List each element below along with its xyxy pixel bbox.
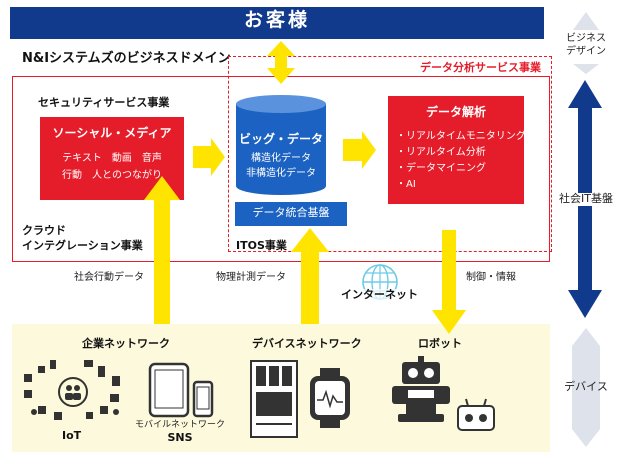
iot-label: IoT: [62, 429, 82, 442]
people-network-icon: [24, 360, 120, 420]
database-cylinder-icon: [236, 95, 326, 195]
smartwatch-icon: [310, 368, 350, 428]
smartphone-icon: [192, 380, 214, 418]
cloud-line1: クラウド: [22, 224, 66, 237]
device-network-title: デバイスネットワーク: [252, 337, 362, 350]
robot-title: ロボット: [418, 337, 462, 350]
analysis-item-4: ・AI: [396, 179, 416, 190]
label-internet: インターネット: [341, 288, 418, 302]
label-control: 制御・情報: [466, 272, 516, 283]
side-it-base: 社会IT基盤: [552, 192, 620, 206]
label-social-action: 社会行動データ: [74, 272, 144, 283]
bigdata-title: ビッグ・データ: [238, 132, 323, 146]
server-rack-icon: [250, 360, 298, 438]
domain-title: N&Iシステムズのビジネスドメイン: [22, 51, 231, 66]
security-title: セキュリティサービス事業: [38, 96, 170, 109]
arrow-bigdata-to-analysis-icon: [343, 131, 376, 169]
arrow-social-action-up-icon: [144, 176, 180, 330]
analysis-title: データ解析: [425, 105, 486, 119]
tablet-icon: [148, 362, 190, 418]
cloud-line2: インテグレーション事業: [22, 239, 143, 252]
arrow-control-down-icon: [432, 230, 466, 334]
analysis-box: [388, 96, 524, 204]
mobile-line1: モバイルネットワーク: [134, 420, 225, 430]
label-physical: 物理計測データ: [216, 272, 286, 283]
customer-title: お客様: [243, 9, 310, 31]
bottom-chevron-icon: [572, 328, 600, 346]
analysis-item-3: ・データマイニング: [396, 163, 486, 174]
side-design-line1: ビジネス: [566, 33, 606, 44]
side-device: デバイス: [564, 380, 608, 393]
bigdata-line2: 非構造化データ: [246, 168, 316, 179]
arrow-physical-up-icon: [291, 228, 329, 330]
robot-controller-icon: [457, 398, 495, 431]
data-analysis-box: [228, 56, 552, 252]
social-media-line2: 行動 人とのつながり: [62, 170, 162, 181]
data-platform-label: データ統合基盤: [252, 206, 330, 219]
arrow-social-to-bigdata-icon: [193, 138, 225, 176]
itos-label: ITOS事業: [236, 239, 287, 252]
top-chevron-icon: [573, 12, 599, 30]
data-platform-box: [235, 202, 347, 226]
robot-icon: [392, 356, 450, 422]
mobile-line2: SNS: [167, 431, 193, 444]
customer-double-arrow-icon: [267, 41, 295, 84]
analysis-item-2: ・リアルタイム分析: [396, 147, 486, 158]
side-design-line2: デザイン: [566, 46, 606, 57]
analysis-item-1: ・リアルタイムモニタリング: [396, 131, 526, 142]
enterprise-title: 企業ネットワーク: [82, 337, 170, 350]
bigdata-line1: 構造化データ: [251, 153, 311, 164]
customer-bar: [10, 7, 544, 39]
data-analysis-title: データ分析サービス事業: [420, 61, 541, 75]
social-media-line1: テキスト 動画 音声: [62, 153, 162, 164]
social-media-title: ソーシャル・メディア: [52, 126, 172, 140]
